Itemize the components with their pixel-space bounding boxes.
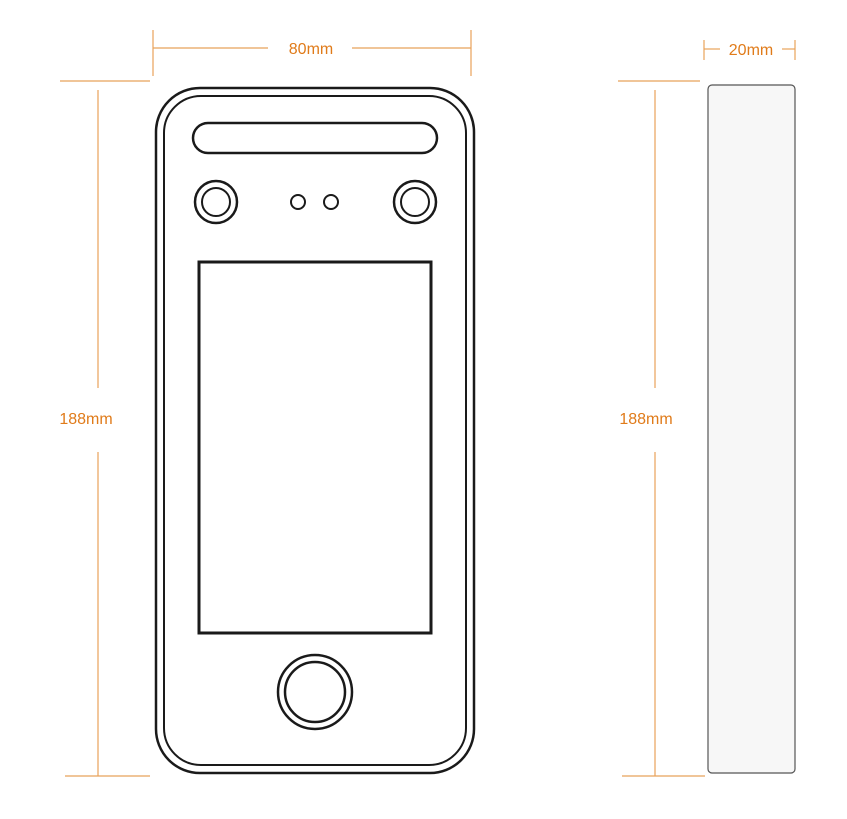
front-height-label: 188mm <box>59 411 112 428</box>
right-sensor-icon <box>323 194 339 210</box>
left-camera-lens-icon <box>201 187 231 217</box>
right-camera-icon <box>392 179 438 225</box>
right-camera-lens-icon <box>400 187 430 217</box>
front-width-dimension: 80mm <box>152 30 472 76</box>
device-side-view <box>707 84 796 774</box>
side-depth-dimension: 20mm <box>703 40 796 60</box>
display-screen <box>197 260 433 635</box>
left-camera-icon <box>193 179 239 225</box>
side-height-label: 188mm <box>619 411 672 428</box>
front-height-dimension: 188mm <box>59 80 150 777</box>
device-inner-bezel <box>163 95 467 766</box>
fingerprint-reader-icon <box>283 660 347 724</box>
side-depth-label: 20mm <box>729 42 773 59</box>
side-height-dimension: 188mm <box>618 80 705 777</box>
device-front-view <box>154 86 476 775</box>
left-sensor-icon <box>290 194 306 210</box>
fingerprint-reader-outer-icon <box>276 653 354 731</box>
front-width-label: 80mm <box>289 41 333 58</box>
device-outer-shell <box>154 86 476 775</box>
light-bar <box>191 121 439 155</box>
